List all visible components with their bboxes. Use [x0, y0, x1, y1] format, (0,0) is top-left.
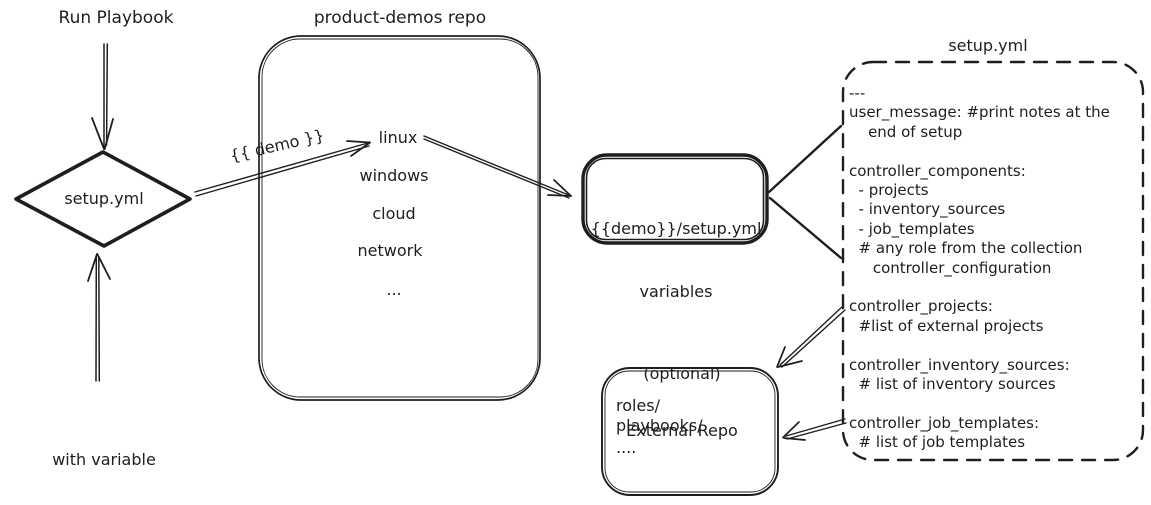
external-repo-item-roles: roles/: [616, 396, 661, 415]
yaml-line: #list of external projects: [849, 316, 1044, 335]
yaml-line: [849, 278, 1110, 297]
product-demos-repo-title: product-demos repo: [313, 8, 487, 28]
external-repo-title-line1: (optional): [643, 364, 721, 383]
yaml-line: # any role from the collection: [849, 239, 1083, 258]
repo-item-linux: linux: [378, 128, 418, 147]
variables-box: [581, 153, 769, 245]
yaml-line: [849, 394, 1110, 413]
external-repo-title-line2: External Repo: [626, 421, 738, 440]
fan-lines-variables-to-setupyml: [767, 124, 843, 260]
setup-yml-box-title: setup.yml: [948, 36, 1028, 55]
yaml-line: user_message: #print notes at the: [849, 103, 1110, 122]
yaml-line: [849, 142, 1110, 161]
repo-item-ellipsis: ...: [386, 280, 402, 299]
yaml-line: ---: [849, 84, 866, 102]
yaml-line: # list of job templates: [849, 433, 1026, 452]
diamond-label: setup.yml: [64, 189, 144, 208]
external-repo-item-dots: ....: [616, 438, 637, 457]
setup-yml-content: --- user_message: #print notes at the en…: [849, 84, 1110, 453]
yaml-line: - projects: [849, 181, 929, 200]
external-repo-item-playbooks: playbooks/: [616, 416, 703, 435]
arrow-linux-to-variables-icon: [423, 135, 572, 199]
external-repo-box: [601, 367, 779, 496]
yaml-line: controller_projects:: [849, 297, 993, 316]
arrow-run-playbook-down-icon: [91, 43, 114, 150]
yaml-line: # list of inventory sources: [849, 375, 1056, 394]
yaml-line: controller_components:: [849, 161, 1026, 180]
arrow-projects-to-external-repo-icon: [776, 305, 846, 368]
variables-box-label: {{demo}}/setup.yml variables: [591, 176, 762, 344]
repo-item-cloud: cloud: [372, 204, 416, 223]
repo-item-network: network: [357, 241, 423, 260]
run-playbook-label: Run Playbook: [58, 8, 174, 28]
setup-yml-dashed-box: [841, 60, 1145, 462]
yaml-line: controller_configuration: [849, 258, 1052, 277]
yaml-line: [849, 336, 1110, 355]
with-variable-line1: with variable: [52, 450, 156, 469]
arrow-jobtemplates-to-external-repo-icon: [782, 418, 847, 441]
yaml-line: - inventory_sources: [849, 200, 1006, 219]
yaml-line: end of setup: [849, 122, 963, 141]
yaml-line: controller_job_templates:: [849, 413, 1040, 432]
setup-yml-diamond: [14, 150, 192, 248]
arrow-demo-to-linux-icon: [194, 140, 371, 197]
repo-item-windows: windows: [359, 166, 429, 185]
product-demos-repo-box: [258, 35, 541, 401]
yaml-line: - job_templates: [849, 219, 975, 238]
with-variable-label: with variable "demo": [52, 410, 156, 505]
arrow-with-variable-up-icon: [87, 253, 111, 382]
variables-box-line1: {{demo}}/setup.yml: [590, 219, 762, 238]
variables-box-line2: variables: [639, 282, 713, 301]
yaml-line: controller_inventory_sources:: [849, 355, 1070, 374]
external-repo-title: (optional) External Repo: [626, 326, 738, 478]
